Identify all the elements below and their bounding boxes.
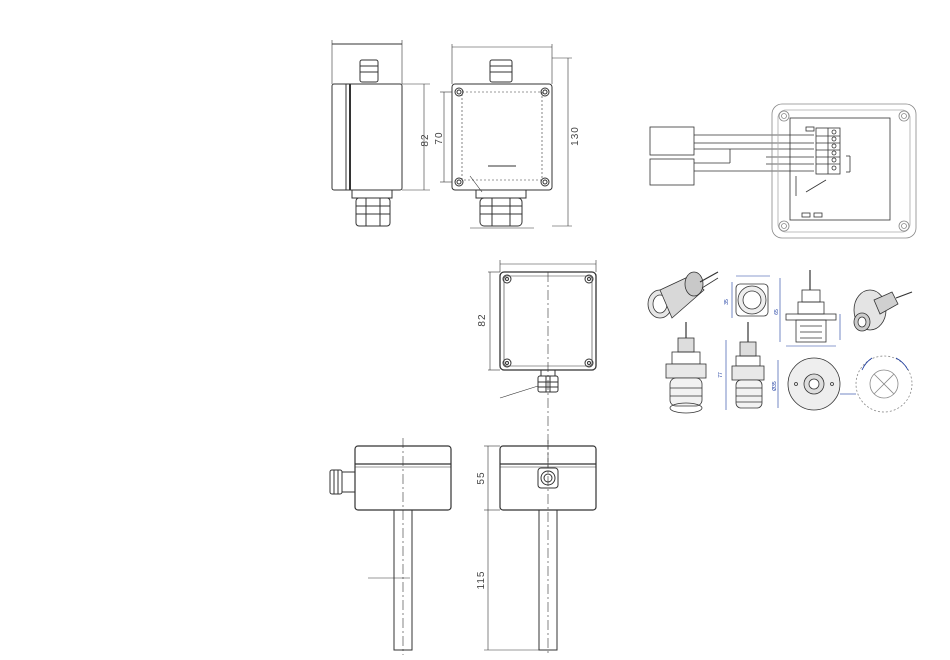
probe-front-view <box>484 440 596 655</box>
dimension-box-height: 82 <box>420 133 431 146</box>
dimension-inner-height: 70 <box>434 131 445 144</box>
dimension-probe-length: 115 <box>476 571 487 590</box>
housing-side-view <box>332 40 430 226</box>
gland-width-label: 35 <box>724 299 730 305</box>
dimension-side-height: 55 <box>476 471 487 484</box>
housing-front-view-2 <box>488 260 596 470</box>
gland-detail-panel <box>648 270 912 413</box>
gland-height-label: 77 <box>718 372 724 378</box>
gland-iso-view-3 <box>666 322 706 413</box>
wiring-diagram <box>650 104 916 238</box>
gland-flange-side-view <box>780 270 840 346</box>
dimension-front-height: 82 <box>477 313 488 326</box>
flange-height-label: 65 <box>774 309 780 315</box>
probe-side-view <box>330 438 451 655</box>
gland-dimensioned-view <box>726 322 764 410</box>
gland-iso-view-2 <box>854 290 912 331</box>
dimension-total-height: 130 <box>570 126 581 146</box>
flange-diameter-label: Ø35 <box>772 381 778 391</box>
housing-front-view <box>440 44 572 228</box>
gland-front-circle <box>732 276 770 318</box>
gland-iso-view-1 <box>648 272 718 318</box>
flange-plan-view <box>778 358 840 410</box>
mounting-hole-diagram <box>840 356 912 412</box>
